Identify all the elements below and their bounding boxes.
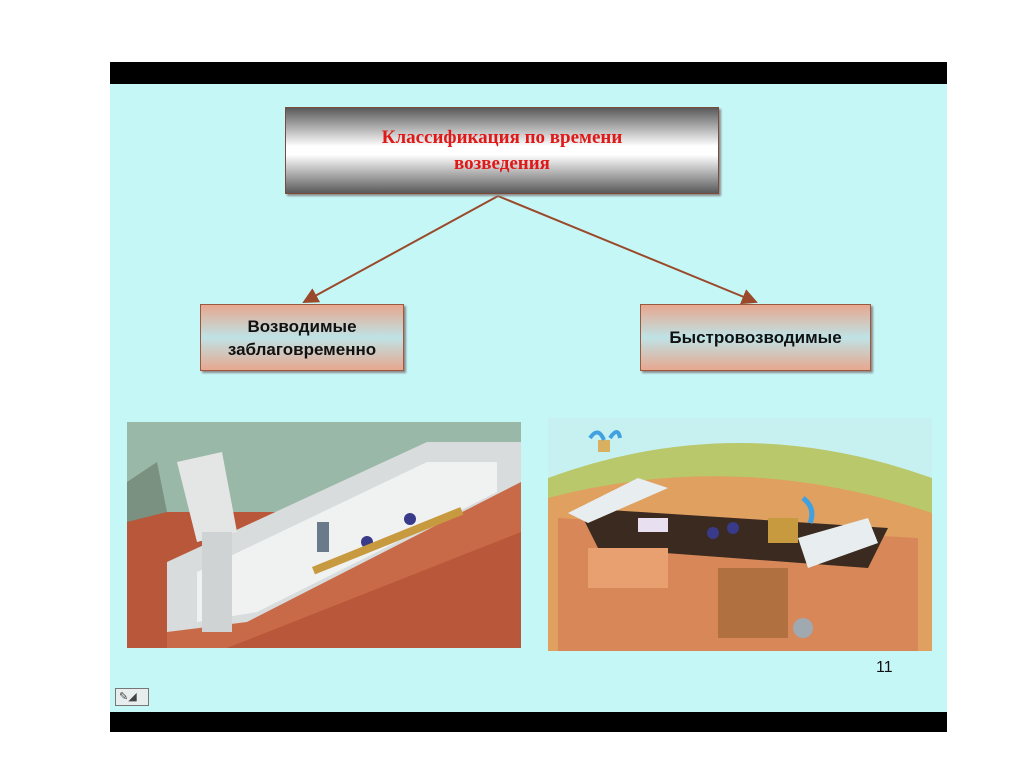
quick-shelter-illustration xyxy=(548,418,932,651)
permanent-shelter-illustration xyxy=(127,422,521,648)
top-black-bar xyxy=(110,62,947,84)
slide-nav-icon[interactable]: ✎◢ xyxy=(115,688,149,706)
category-box-advance: Возводимые заблаговременно xyxy=(200,304,404,371)
arrow-left xyxy=(302,195,499,303)
bottom-black-bar xyxy=(110,712,947,732)
arrow-right xyxy=(497,195,758,305)
category-box-quick: Быстровозводимые xyxy=(640,304,871,371)
page-number: 11 xyxy=(876,659,893,676)
title-text: Классификация по времени возведения xyxy=(381,126,623,174)
classification-title-box: Классификация по времени возведения xyxy=(285,107,719,194)
category-label: Возводимые заблаговременно xyxy=(227,316,377,359)
category-label: Быстровозводимые xyxy=(669,328,842,347)
